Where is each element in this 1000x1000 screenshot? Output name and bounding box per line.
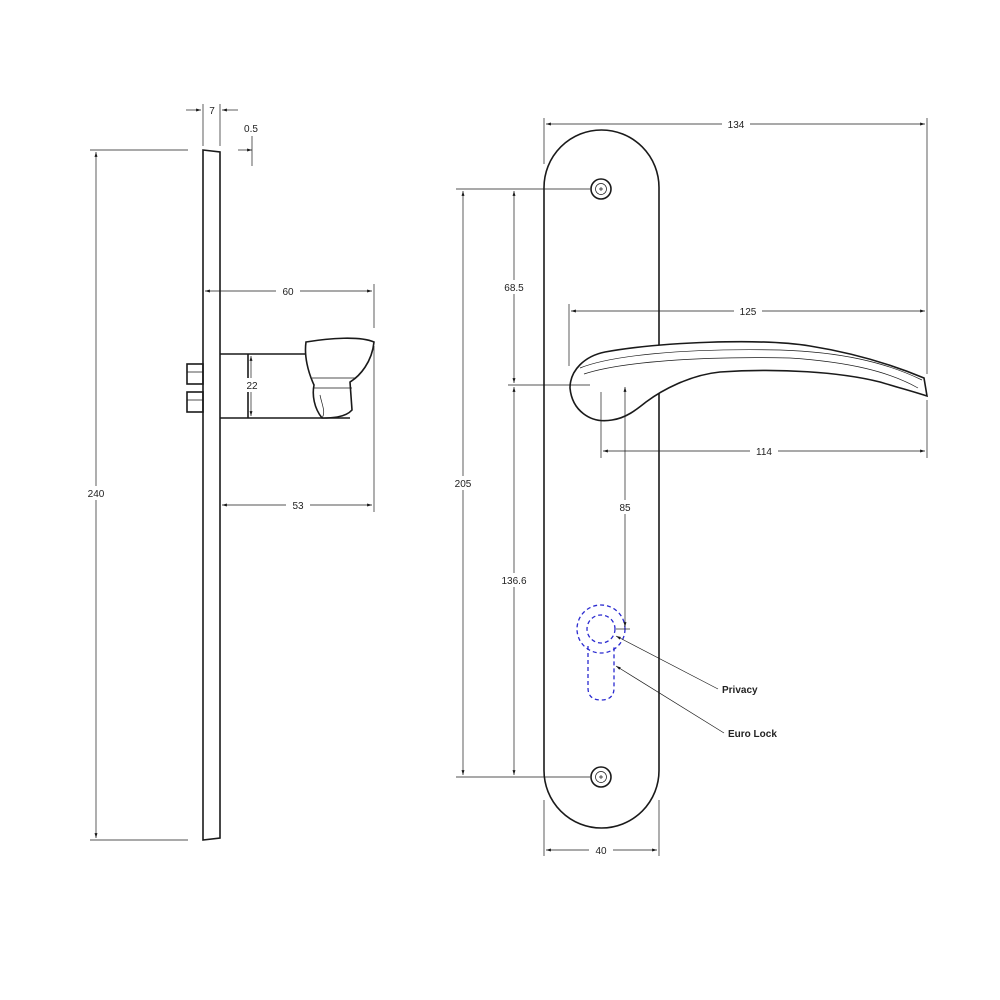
callout-privacy-label: Privacy: [722, 685, 758, 696]
dim-screw-to-spindle: 68.5: [498, 191, 590, 386]
dim-rose-dia: 22: [242, 356, 262, 416]
dim-lever-length-label: 134: [728, 120, 745, 131]
side-lever-detail: [312, 377, 356, 419]
dim-depth-neck: 53: [222, 346, 375, 512]
screw-bottom: [590, 766, 612, 788]
dim-lever-reach-label: 125: [740, 307, 757, 318]
dim-screw-centres-label: 205: [455, 479, 472, 490]
dim-spindle-to-screw-label: 136.6: [501, 576, 526, 587]
dim-thickness-label: 7: [209, 106, 215, 117]
dim-spindle-to-screw: 136.6: [496, 387, 532, 775]
dim-depth-neck-label: 53: [292, 501, 304, 512]
screw-top: [590, 178, 612, 200]
dim-rose-dia-label: 22: [246, 381, 258, 392]
front-lever-handle: [569, 340, 929, 422]
front-backplate: [543, 129, 660, 829]
dim-spindle-to-lock: 85: [613, 387, 637, 630]
callout-euro-lock-label: Euro Lock: [728, 729, 777, 740]
dim-spindle-to-lock-label: 85: [619, 503, 631, 514]
dim-thickness: 7: [186, 104, 238, 146]
side-stud-bottom: [186, 391, 204, 413]
dim-height: 240: [84, 149, 188, 841]
side-view: 7 0.5 240 60 22: [84, 104, 375, 841]
front-view: Privacy Euro Lock 134 125: [450, 117, 929, 857]
dim-lever-from-spindle-label: 114: [756, 447, 772, 458]
dim-depth-total: 60: [205, 284, 375, 328]
front-lever-highlight: [579, 349, 923, 389]
callout-privacy: Privacy: [615, 635, 758, 696]
dim-screw-centres: 205: [450, 188, 590, 778]
side-backplate: [202, 149, 221, 841]
euro-lock-outline: [576, 604, 626, 701]
dim-lever-length: 134: [543, 117, 928, 374]
dim-depth-total-label: 60: [282, 287, 294, 298]
callout-euro-lock: Euro Lock: [615, 665, 777, 740]
dim-plate-width-label: 40: [595, 846, 607, 857]
dim-lever-reach: 125: [568, 304, 925, 366]
dim-height-label: 240: [88, 489, 105, 500]
dim-lever-from-spindle: 114: [600, 392, 928, 458]
dim-projection-label: 0.5: [244, 124, 258, 135]
dim-screw-to-spindle-label: 68.5: [504, 283, 524, 294]
dim-plate-width: 40: [543, 800, 660, 857]
dim-projection: 0.5: [238, 124, 258, 166]
side-stud-top: [186, 363, 204, 385]
